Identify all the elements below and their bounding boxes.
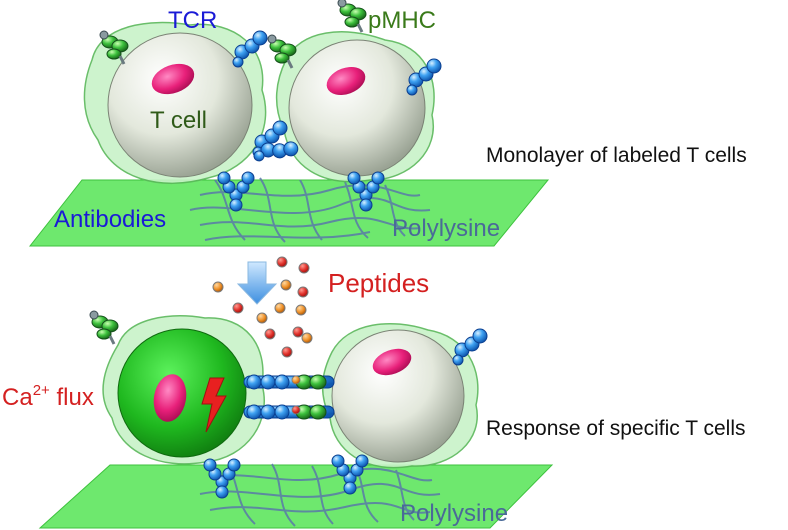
t-cell-bottom-right: [321, 322, 479, 469]
polylysine-mesh-top: [189, 177, 431, 243]
peptide-dots: [212, 256, 313, 358]
t-cell-top-right: [275, 31, 435, 183]
down-arrow-icon: [236, 261, 278, 305]
polylysine-label-top: Polylysine: [392, 215, 500, 242]
tcr-pmhc-synapse: [243, 374, 335, 420]
antibodies-label: Antibodies: [54, 206, 166, 233]
pmhc-label: pMHC: [368, 7, 436, 34]
nucleus: [326, 66, 366, 96]
lightning-icon: [201, 377, 227, 433]
activated-t-cell: [102, 315, 265, 465]
polylysine-label-bottom: Polylysine: [400, 500, 508, 527]
flux-word: flux: [50, 384, 94, 411]
nucleus: [372, 348, 412, 376]
calcium-flux-label: Ca2+ flux: [2, 382, 94, 411]
monolayer-caption: Monolayer of labeled T cells: [486, 144, 747, 167]
tcr-label: TCR: [168, 7, 217, 34]
pmhc-icon: [88, 309, 120, 346]
response-caption: Response of specific T cells: [486, 417, 746, 440]
calcium-symbol: Ca: [2, 384, 33, 411]
peptides-label: Peptides: [328, 268, 429, 298]
nucleus: [151, 63, 195, 95]
nucleus: [153, 374, 187, 422]
t-cell-label: T cell: [150, 107, 207, 134]
calcium-charge-superscript: 2+: [33, 382, 50, 399]
